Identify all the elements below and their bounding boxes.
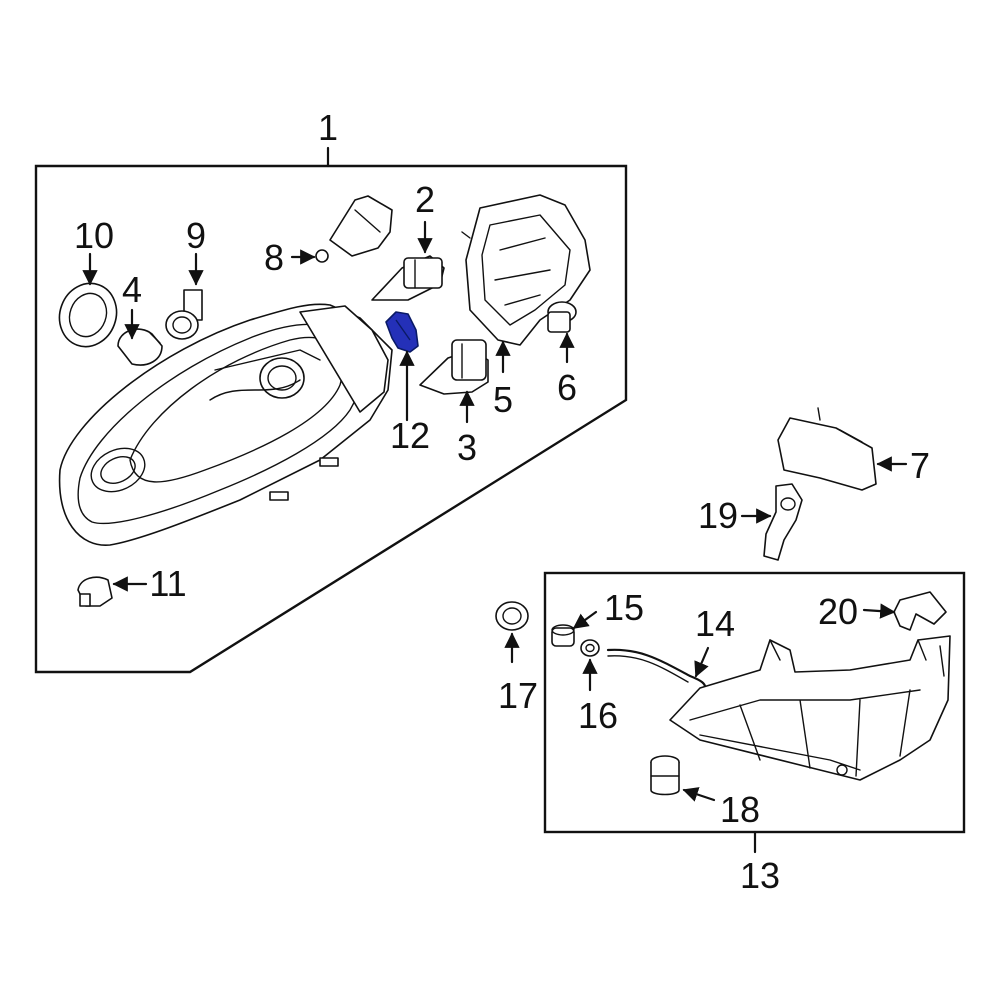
callout-12: 12 xyxy=(390,415,430,456)
callout-14: 14 xyxy=(695,603,735,644)
callout-8: 8 xyxy=(264,237,284,278)
callout-5: 5 xyxy=(493,379,513,420)
callout-16: 16 xyxy=(578,695,618,736)
callout-6: 6 xyxy=(557,367,577,408)
part-5-rear-housing xyxy=(461,194,591,346)
callout-18: 18 xyxy=(720,789,760,830)
part-3-bulb xyxy=(419,339,489,395)
callout-4: 4 xyxy=(122,269,142,310)
callout-10: 10 xyxy=(74,215,114,256)
callout-19: 19 xyxy=(698,495,738,536)
part-15-nut xyxy=(551,624,575,647)
part-7-cover xyxy=(777,407,877,491)
callout-11: 11 xyxy=(149,563,186,604)
callout-17: 17 xyxy=(498,675,538,716)
part-6-plug xyxy=(547,301,577,333)
part-2-halogen-bulb xyxy=(371,255,445,301)
callout-15: 15 xyxy=(604,587,644,628)
part-14-wire xyxy=(606,648,707,692)
part-10-retaining-ring xyxy=(58,282,118,348)
callout-labels: 1 2 3 4 5 6 7 8 9 10 11 12 13 14 15 16 1… xyxy=(74,107,930,896)
callout-13: 13 xyxy=(740,855,780,896)
callout-3: 3 xyxy=(457,427,477,468)
leader-lines xyxy=(82,220,908,802)
part-19-bracket xyxy=(763,483,803,561)
part-16-washer xyxy=(580,639,600,657)
part-17-grommet xyxy=(495,601,529,631)
callout-9: 9 xyxy=(186,215,206,256)
part-13-mounting-tray xyxy=(669,635,951,781)
part-12-connector-highlighted xyxy=(385,311,419,353)
part-4-bulb xyxy=(117,328,163,366)
bracket-group-frame xyxy=(543,571,966,854)
callout-7: 7 xyxy=(910,445,930,486)
callout-2: 2 xyxy=(415,179,435,220)
callout-20: 20 xyxy=(818,591,858,632)
headlamp-housing xyxy=(58,303,393,546)
callout-1: 1 xyxy=(318,107,338,148)
part-20-clip xyxy=(893,591,947,631)
part-8-bulb-socket xyxy=(315,195,393,263)
part-9-socket xyxy=(165,289,203,340)
part-11-adjuster xyxy=(77,576,113,607)
headlamp-group-frame xyxy=(34,146,628,674)
part-18-sleeve xyxy=(650,755,680,796)
